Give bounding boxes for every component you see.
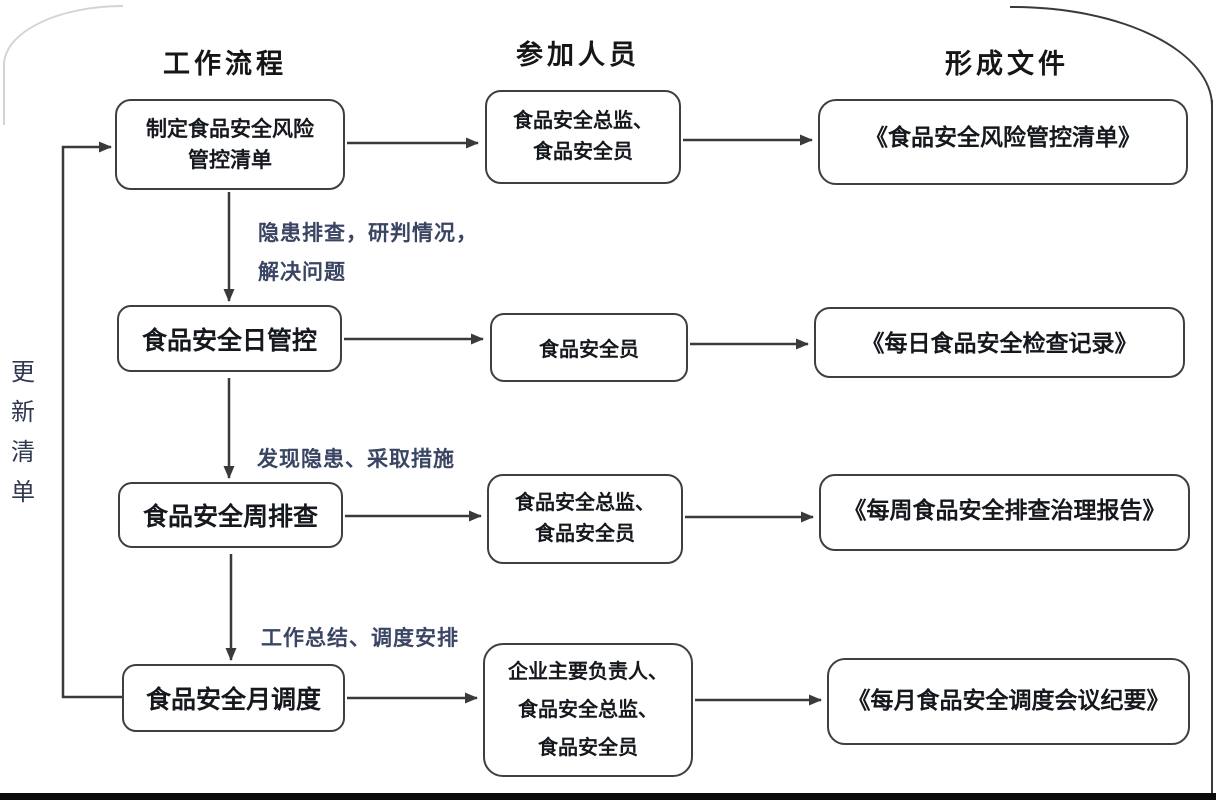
transition-label-1-line: 隐患排查，研判情况， (258, 222, 478, 245)
transition-label-1: 隐患排查，研判情况， 解决问题 (258, 214, 478, 292)
update-list-char: 单 (11, 479, 35, 506)
participants-box-2-line: 食品安全员 (539, 339, 639, 361)
update-list-char: 清 (11, 439, 35, 466)
transition-label-3-line: 工作总结、调度安排 (261, 627, 459, 650)
process-step-4-line: 食品安全月调度 (145, 686, 321, 714)
participants-box-2: 食品安全员 (490, 313, 688, 382)
document-box-3: 《每周食品安全排查治理报告》 (819, 474, 1190, 551)
update-list-char: 更 (11, 359, 35, 386)
process-step-4: 食品安全月调度 (122, 664, 345, 732)
participants-box-1-line: 食品安全员 (533, 141, 633, 163)
participants-box-4-line: 食品安全总监、 (518, 699, 658, 721)
column-header-process: 工作流程 (163, 49, 287, 79)
participants-box-3: 食品安全总监、 食品安全员 (487, 474, 683, 564)
update-list-vertical-note: 更 新 清 单 (8, 352, 38, 512)
transition-label-2-line: 发现隐患、采取措施 (257, 448, 455, 471)
process-step-2-line: 食品安全日管控 (141, 326, 317, 355)
participants-box-1: 食品安全总监、 食品安全员 (485, 90, 681, 184)
transition-label-3: 工作总结、调度安排 (261, 619, 459, 658)
participants-box-4: 企业主要负责人、 食品安全总监、 食品安全员 (483, 643, 693, 777)
column-header-participants: 参加人员 (516, 40, 640, 70)
process-step-3-line: 食品安全周排查 (142, 503, 318, 531)
document-box-4: 《每月食品安全调度会议纪要》 (827, 658, 1190, 745)
process-step-3: 食品安全周排查 (118, 482, 343, 548)
participants-box-4-line: 企业主要负责人、 (508, 661, 668, 683)
participants-box-4-line: 食品安全员 (538, 737, 638, 759)
process-step-1-line: 制定食品安全风险 (146, 117, 314, 141)
document-box-1: 《食品安全风险管控清单》 (818, 99, 1188, 185)
update-list-char: 新 (11, 399, 35, 426)
page-bottom-rule (0, 793, 1216, 800)
page-border-right-edge (1210, 100, 1213, 795)
process-step-1-line: 管控清单 (188, 148, 272, 172)
feedback-loop-step4-to-step1 (61, 141, 122, 699)
process-step-1: 制定食品安全风险 管控清单 (115, 99, 345, 190)
document-box-2: 《每日食品安全检查记录》 (814, 307, 1185, 378)
participants-box-1-line: 食品安全总监、 (513, 110, 653, 132)
process-step-2: 食品安全日管控 (117, 305, 342, 372)
transition-label-1-line: 解决问题 (258, 261, 346, 284)
participants-box-3-line: 食品安全总监、 (515, 492, 655, 514)
column-header-documents: 形成文件 (945, 49, 1069, 79)
participants-box-3-line: 食品安全员 (535, 523, 635, 545)
transition-label-2: 发现隐患、采取措施 (257, 440, 455, 479)
